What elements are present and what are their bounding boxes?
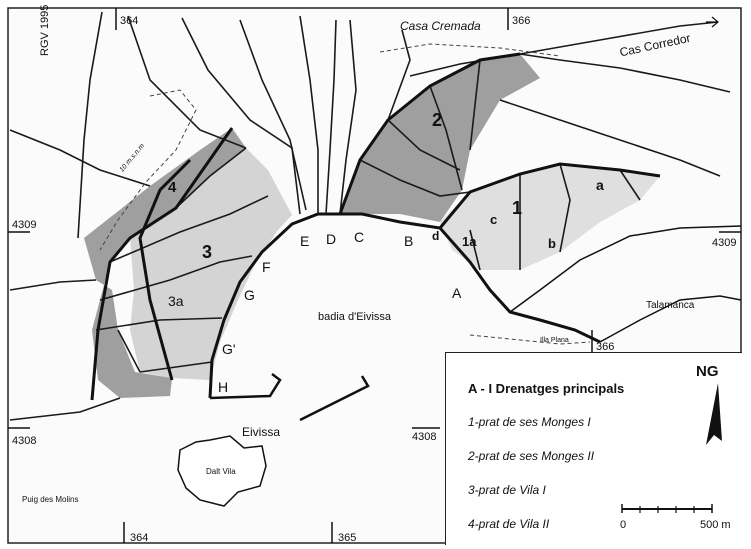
grid-y-lower-left: 4308 — [12, 435, 36, 447]
place-puig-molins: Puig des Molins — [22, 495, 78, 504]
drain-letter-b: B — [404, 233, 413, 249]
main-drains — [90, 52, 661, 401]
drain-letter-g-prime: G' — [222, 341, 236, 357]
zone-label-d: d — [432, 229, 439, 243]
grid-x-top-right: 366 — [512, 15, 530, 27]
north-label: NG — [696, 363, 719, 380]
zone-label-b: b — [548, 236, 556, 251]
zone-label-3: 3 — [202, 242, 212, 262]
grid-y-lower-mid: 4308 — [412, 431, 436, 443]
zone-label-2: 2 — [432, 110, 442, 130]
place-illa-plana: Illa Plana — [540, 337, 569, 344]
zone-4-area — [84, 128, 246, 398]
place-dalt-vila: Dalt Vila — [206, 467, 236, 476]
bay-coastline — [208, 212, 601, 399]
drain-letter-c: C — [354, 229, 364, 245]
grid-x-mid: 366 — [596, 341, 614, 353]
legend-item-1: 1-prat de ses Monges I — [468, 415, 591, 429]
talamanca-shore — [509, 225, 742, 313]
zone-3-area — [130, 148, 292, 380]
dalt-vila-walls — [177, 435, 267, 507]
drain-letter-e: E — [300, 233, 309, 249]
drain-letter-g: G — [244, 287, 255, 303]
north-arrow-icon — [706, 383, 722, 445]
zone-2-area — [340, 54, 540, 222]
legend-item-3: 3-prat de Vila I — [468, 483, 546, 497]
drain-letter-a: A — [452, 285, 462, 301]
place-talamanca: Talamanca — [646, 300, 695, 311]
grid-x-bottom-left: 364 — [130, 532, 148, 544]
place-eivissa: Eivissa — [242, 425, 280, 439]
harbour-jetty — [209, 373, 370, 422]
drain-letter-d: D — [326, 231, 336, 247]
zone-1-area — [440, 164, 660, 270]
zone-label-c: c — [490, 212, 497, 227]
road-network — [9, 11, 731, 421]
zone-label-1: 1 — [512, 198, 522, 218]
scale-start-label: 0 — [620, 519, 627, 531]
drain-letter-f: F — [262, 259, 271, 275]
zone-label-a: a — [596, 177, 604, 193]
sheet-code: RGV 1995 — [39, 5, 51, 56]
grid-ticks — [8, 8, 741, 543]
grid-x-top-left: 364 — [120, 15, 138, 27]
grid-x-bottom-mid: 365 — [338, 532, 356, 544]
place-casa-cremada: Casa Cremada — [400, 19, 481, 33]
zone-label-3a: 3a — [168, 293, 184, 309]
legend-box: A - I Drenatges principals 1-prat de ses… — [445, 352, 742, 545]
place-bay: badia d'Eivissa — [318, 311, 392, 323]
scale-bar — [621, 504, 713, 513]
cas-corredor-arrow — [706, 16, 719, 28]
drain-letter-h: H — [218, 379, 228, 395]
east-coastline — [599, 295, 742, 343]
zone-label-1a: 1a — [462, 234, 477, 249]
legend-title: A - I Drenatges principals — [468, 381, 625, 396]
grid-y-upper-right: 4309 — [712, 237, 736, 249]
legend-item-4: 4-prat de Vila II — [468, 517, 550, 531]
grid-y-upper-left: 4309 — [12, 219, 36, 231]
legend-item-2: 2-prat de ses Monges II — [468, 449, 595, 463]
contour-10m — [99, 43, 591, 345]
zone-label-4: 4 — [168, 179, 177, 196]
scale-end-label: 500 m — [700, 519, 731, 531]
